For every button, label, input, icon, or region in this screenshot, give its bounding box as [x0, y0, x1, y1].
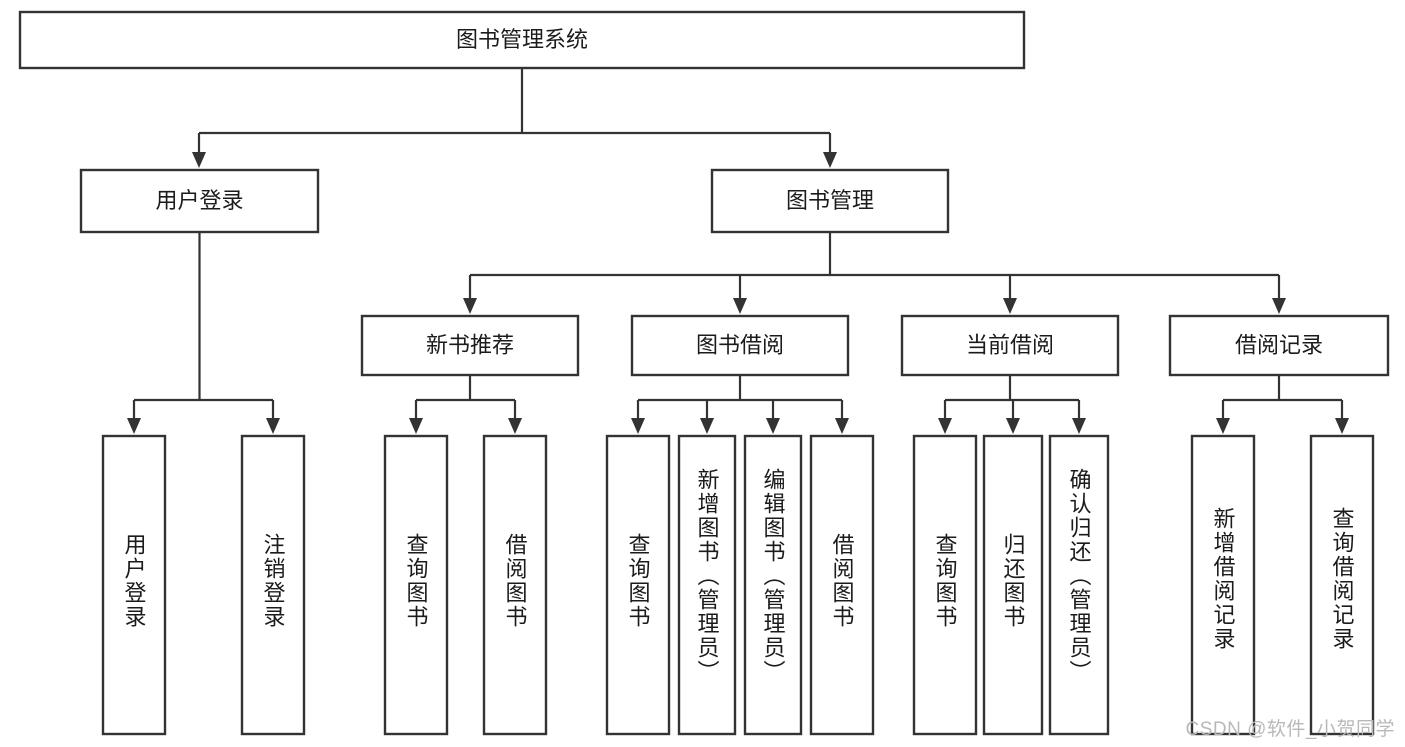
node-leaf-add-book-admin-box[interactable] [677, 434, 737, 736]
arrow-head-icon [1335, 418, 1349, 434]
node-book-management-label: 图书管理 [786, 188, 874, 213]
node-leaf-return-book[interactable] [982, 434, 1044, 736]
arrow-head-icon [1006, 418, 1020, 434]
node-new-book-recommend-label: 新书推荐 [426, 332, 514, 357]
node-leaf-borrow-book-2-box[interactable] [809, 434, 875, 736]
arrow-head-icon [463, 298, 477, 314]
arrow-head-icon [823, 152, 837, 168]
node-leaf-query-book-2-box[interactable] [605, 434, 671, 736]
node-book-management[interactable]: 图书管理 [710, 168, 950, 234]
arrow-head-icon [508, 418, 522, 434]
node-leaf-user-logout-box[interactable] [240, 434, 306, 736]
node-borrow-record-box[interactable] [1168, 314, 1390, 377]
arrow-head-icon [1216, 418, 1230, 434]
node-user-login-label: 用户登录 [155, 188, 243, 213]
node-title-system-box[interactable] [18, 10, 1026, 70]
arrow-head-icon [127, 418, 141, 434]
node-leaf-query-book-3[interactable] [912, 434, 978, 736]
node-current-borrow-box[interactable] [900, 314, 1120, 377]
arrow-head-icon [1072, 418, 1086, 434]
node-leaf-borrow-book-1-box[interactable] [482, 434, 548, 736]
node-current-borrow-label: 当前借阅 [966, 332, 1054, 357]
node-leaf-user-login-box[interactable] [101, 434, 167, 736]
node-leaf-return-book-box[interactable] [982, 434, 1044, 736]
node-leaf-confirm-return-admin-box[interactable] [1048, 434, 1110, 736]
node-book-borrow-box[interactable] [630, 314, 850, 377]
node-leaf-query-book-1-box[interactable] [383, 434, 449, 736]
node-title-system-label: 图书管理系统 [456, 27, 588, 52]
arrow-head-icon [700, 418, 714, 434]
node-leaf-edit-book-admin-box[interactable] [743, 434, 803, 736]
node-book-management-box[interactable] [710, 168, 950, 234]
connector-layer [127, 68, 1349, 434]
node-leaf-user-login[interactable] [101, 434, 167, 736]
node-leaf-user-logout[interactable] [240, 434, 306, 736]
arrow-head-icon [409, 418, 423, 434]
arrow-head-icon [766, 418, 780, 434]
node-leaf-borrow-book-1[interactable] [482, 434, 548, 736]
node-book-borrow[interactable]: 图书借阅 [630, 314, 850, 377]
node-borrow-record-label: 借阅记录 [1235, 332, 1323, 357]
node-book-borrow-label: 图书借阅 [696, 332, 784, 357]
arrow-head-icon [938, 418, 952, 434]
node-user-login[interactable]: 用户登录 [79, 168, 320, 234]
node-leaf-add-borrow-record-box[interactable] [1190, 434, 1256, 736]
node-leaf-query-book-3-box[interactable] [912, 434, 978, 736]
node-user-login-box[interactable] [79, 168, 320, 234]
watermark-text: CSDN @软件_小贺同学 [1185, 719, 1395, 740]
arrow-head-icon [1272, 298, 1286, 314]
node-current-borrow[interactable]: 当前借阅 [900, 314, 1120, 377]
node-leaf-query-book-1[interactable] [383, 434, 449, 736]
arrow-head-icon [266, 418, 280, 434]
node-title-system[interactable]: 图书管理系统 [18, 10, 1026, 70]
arrow-head-icon [733, 298, 747, 314]
node-new-book-recommend[interactable]: 新书推荐 [360, 314, 580, 377]
node-leaf-add-borrow-record[interactable] [1190, 434, 1256, 736]
node-leaf-borrow-book-2[interactable] [809, 434, 875, 736]
node-borrow-record[interactable]: 借阅记录 [1168, 314, 1390, 377]
node-leaf-query-book-2[interactable] [605, 434, 671, 736]
node-leaf-add-book-admin[interactable] [677, 434, 737, 736]
node-leaf-confirm-return-admin[interactable] [1048, 434, 1110, 736]
node-new-book-recommend-box[interactable] [360, 314, 580, 377]
arrow-head-icon [835, 418, 849, 434]
node-leaf-query-borrow-record[interactable] [1309, 434, 1375, 736]
arrow-head-icon [1003, 298, 1017, 314]
node-leaf-query-borrow-record-box[interactable] [1309, 434, 1375, 736]
arrow-head-icon [192, 152, 206, 168]
arrow-head-icon [631, 418, 645, 434]
node-leaf-edit-book-admin[interactable] [743, 434, 803, 736]
